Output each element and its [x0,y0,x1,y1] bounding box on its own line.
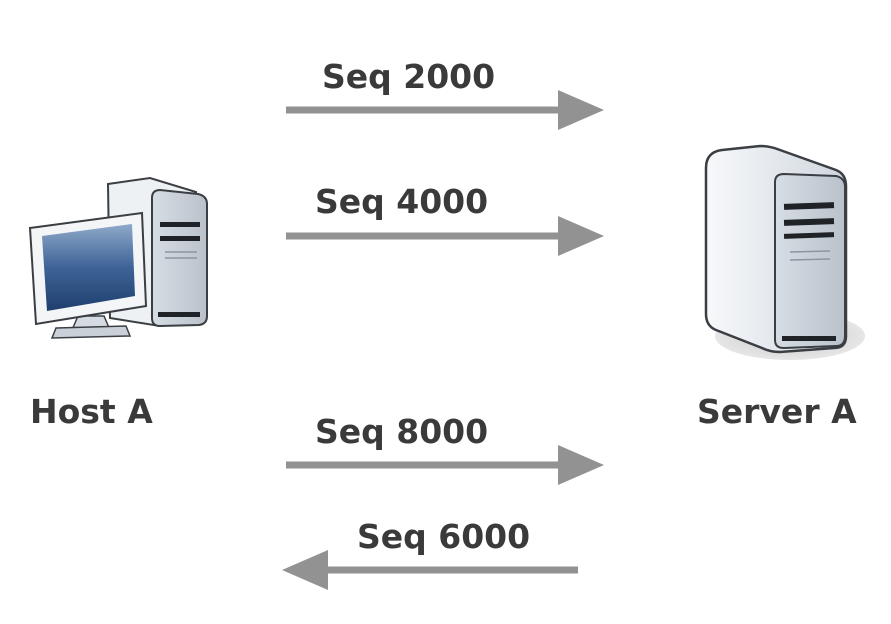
message-label-seq-4000: Seq 4000 [315,182,489,221]
server-label: Server A [697,392,857,431]
arrow-seq-2000 [286,90,604,130]
server-tower-icon [704,144,865,360]
arrow-seq-8000 [286,445,604,485]
desktop-computer-icon [28,176,208,339]
arrow-seq-4000 [286,216,604,256]
arrow-seq-6000 [282,550,578,590]
message-label-seq-8000: Seq 8000 [315,412,489,451]
message-label-seq-6000: Seq 6000 [357,517,531,556]
message-label-seq-2000: Seq 2000 [322,57,496,96]
host-label: Host A [30,392,153,431]
